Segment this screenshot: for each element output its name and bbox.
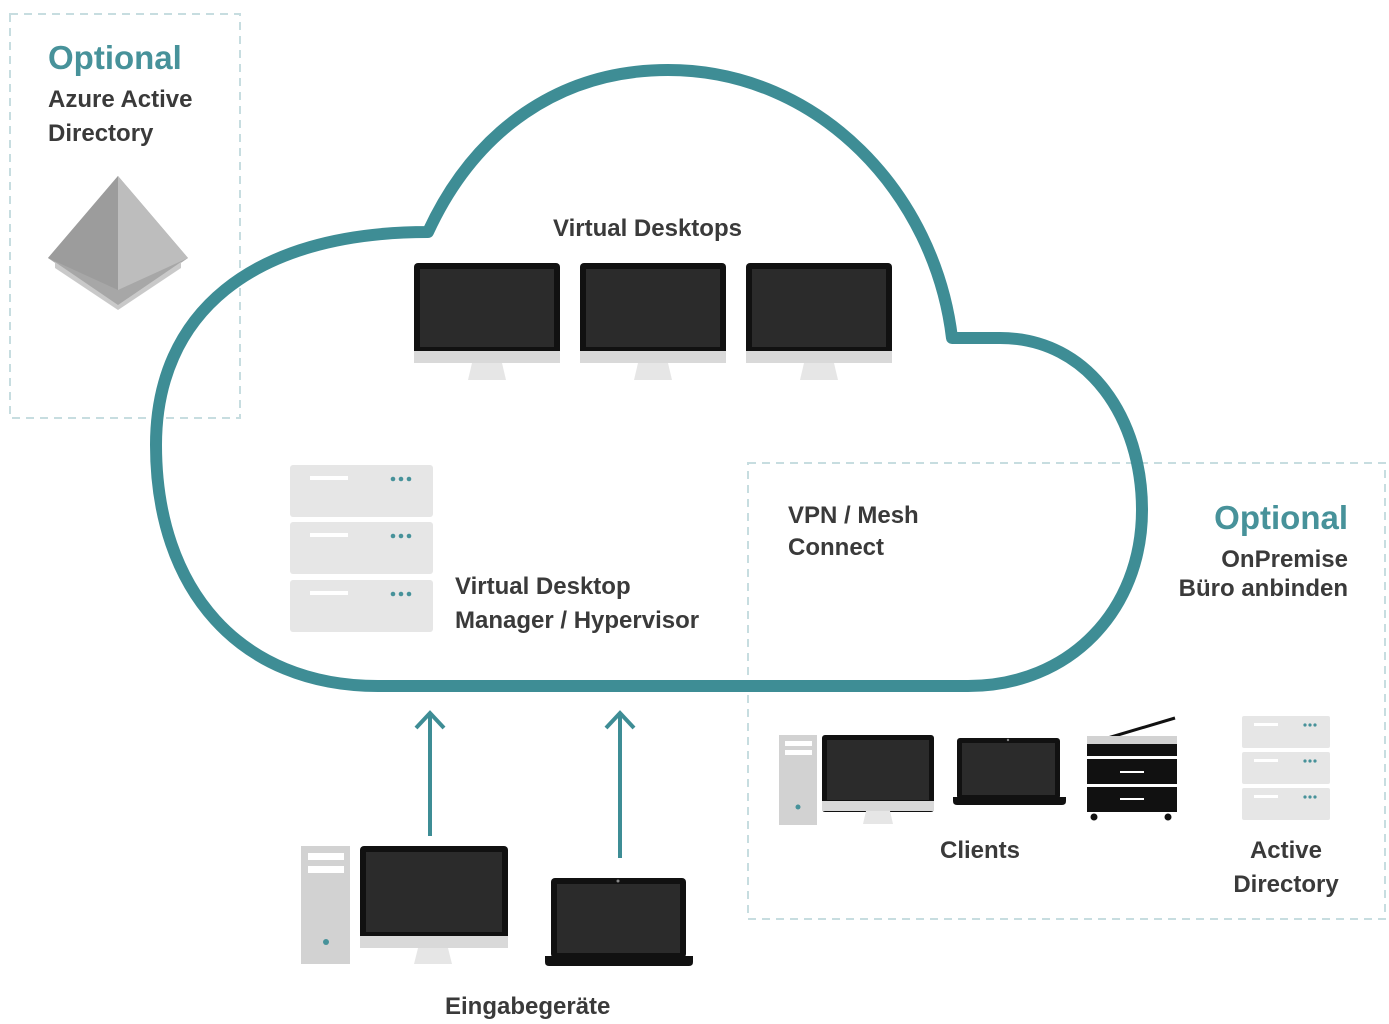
printer-icon [1087, 716, 1177, 821]
clients-label: Clients [940, 837, 1021, 864]
onpremise-title-line2: Büro anbinden [1178, 575, 1348, 602]
azure-title-line1: Azure Active [48, 86, 193, 113]
azure-title-line2: Directory [48, 120, 154, 147]
hypervisor-label-line1: Virtual Desktop [455, 573, 631, 600]
arrow-up-icon [604, 710, 636, 858]
arrow-up-icon [414, 710, 446, 836]
virtual-desktop-monitor-3 [746, 263, 892, 380]
active-directory-server-icon [1242, 716, 1330, 820]
virtual-desktop-monitor-2 [580, 263, 726, 380]
virtual-desktops-label: Virtual Desktops [553, 215, 742, 242]
input-desktop-pc-icon [301, 846, 508, 964]
azure-optional-box [9, 13, 241, 419]
azure-optional-label: Optional [48, 39, 182, 76]
active-directory-label-line1: Active [1249, 837, 1323, 864]
client-laptop-icon [953, 738, 1066, 805]
azure-ad-pyramid-icon [48, 176, 188, 310]
onpremise-optional-label: Optional [1214, 499, 1348, 536]
client-desktop-pc-icon [779, 735, 934, 825]
input-devices-label: Eingabegeräte [445, 993, 611, 1020]
virtual-desktop-monitor-1 [414, 263, 560, 380]
hypervisor-server-icon [290, 465, 433, 632]
hypervisor-label-line2: Manager / Hypervisor [455, 607, 700, 634]
vpn-label-line2: Connect [788, 534, 884, 561]
vpn-label-line1: VPN / Mesh [788, 502, 919, 529]
onpremise-title-line1: OnPremise [1221, 546, 1348, 573]
active-directory-label-line2: Directory [1233, 871, 1339, 898]
input-laptop-icon [545, 878, 693, 966]
cloud-outline [150, 64, 1148, 692]
